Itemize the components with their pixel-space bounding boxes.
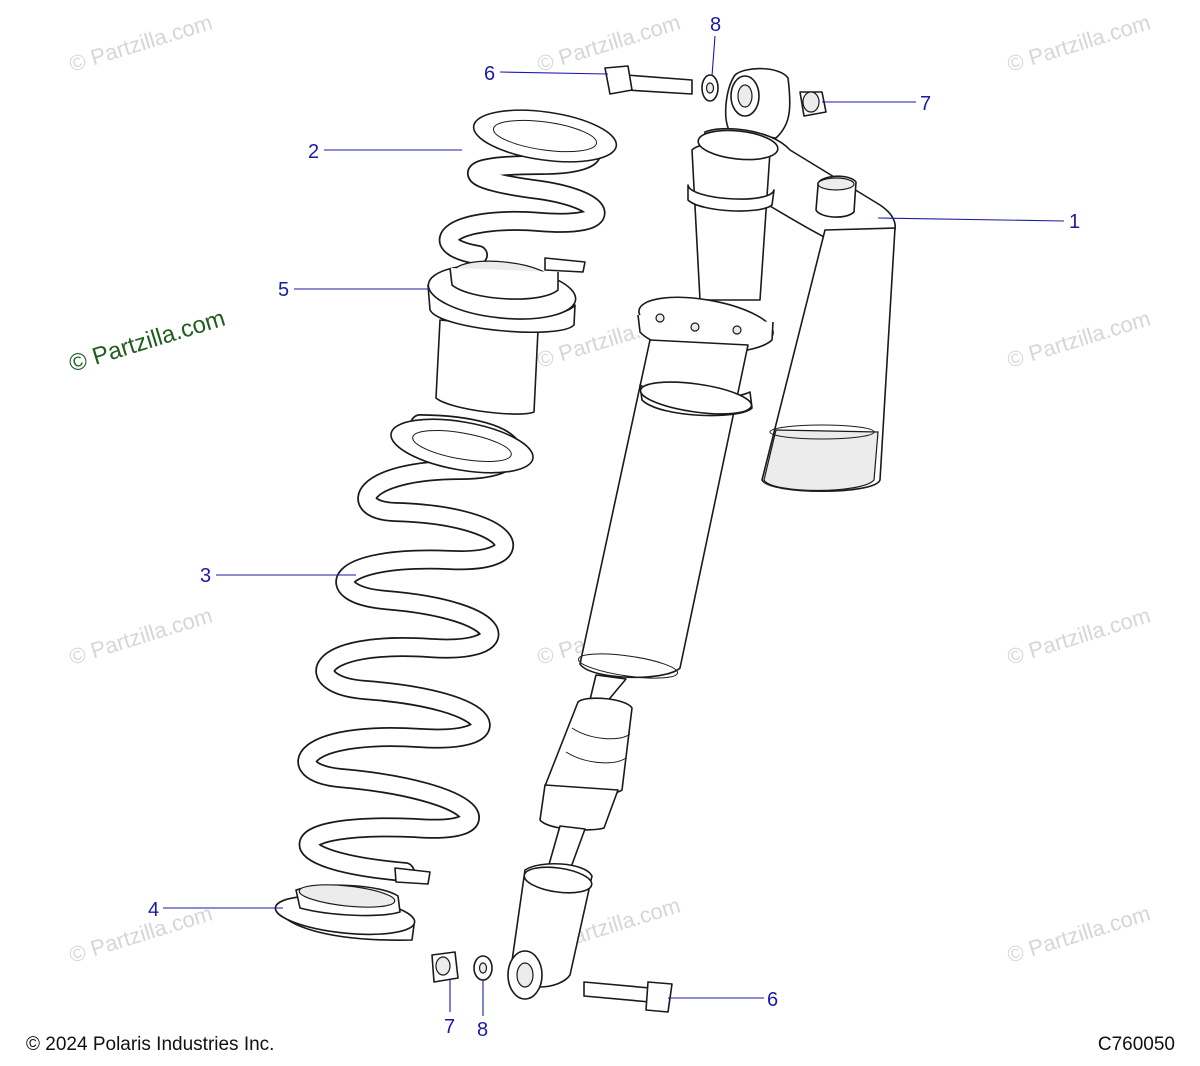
upper-bolt-part	[604, 65, 693, 95]
callout-5: 5	[278, 279, 430, 301]
lower-nut-part	[431, 951, 459, 983]
callout-label: 1	[1069, 211, 1080, 233]
callout-7-lower: 7	[444, 980, 455, 1038]
lower-washer-part	[473, 955, 493, 981]
callout-1: 1	[877, 211, 1080, 233]
upper-washer-part	[701, 74, 719, 102]
callout-6-lower: 6	[668, 989, 778, 1011]
callout-label: 6	[484, 63, 495, 85]
callout-8-upper: 8	[710, 14, 721, 77]
callout-4: 4	[148, 899, 283, 921]
spring-adapter-part	[427, 260, 577, 415]
callout-label: 7	[444, 1016, 455, 1038]
watermark: © Partzilla.com	[1004, 603, 1153, 670]
callout-7-upper: 7	[822, 93, 931, 115]
watermark: © Partzilla.com	[1004, 901, 1153, 968]
main-spring-part	[297, 414, 534, 885]
callout-8-lower: 8	[477, 980, 488, 1041]
watermark: © Partzilla.com	[66, 603, 215, 670]
callout-label: 6	[767, 989, 778, 1011]
callout-label: 4	[148, 899, 159, 921]
watermark: © Partzilla.com	[66, 10, 215, 77]
lower-retainer-part	[274, 884, 416, 941]
callout-label: 5	[278, 279, 289, 301]
lower-bolt-part	[583, 981, 673, 1013]
callout-label: 8	[477, 1019, 488, 1041]
upper-nut-part	[799, 91, 827, 117]
callout-label: 7	[920, 93, 931, 115]
callout-label: 3	[200, 565, 211, 587]
watermark-accent: © Partzilla.com	[66, 305, 229, 378]
callout-label: 2	[308, 141, 319, 163]
copyright-notice: © 2024 Polaris Industries Inc.	[26, 1034, 275, 1055]
watermark: © Partzilla.com	[66, 901, 215, 968]
shock-absorber-part	[507, 67, 896, 1000]
watermark: © Partzilla.com	[1004, 10, 1153, 77]
callout-3: 3	[200, 565, 356, 587]
figure-code: C760050	[1097, 1034, 1175, 1055]
callout-label: 8	[710, 14, 721, 36]
watermark: © Partzilla.com	[1004, 306, 1153, 373]
watermark: © Partzilla.com	[534, 10, 683, 77]
callout-6-upper: 6	[484, 63, 609, 85]
upper-spring-part	[438, 109, 618, 273]
callout-2: 2	[308, 141, 462, 163]
